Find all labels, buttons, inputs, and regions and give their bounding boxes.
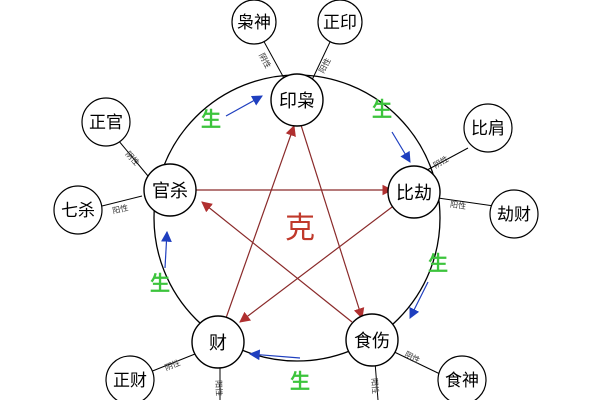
subnode-shi-shen-circle — [437, 355, 487, 400]
ke-line-bi-to-cai — [239, 203, 397, 323]
ke-line-shi-to-guan — [201, 201, 353, 323]
connector-label-cai-lower: 阳性 — [214, 380, 225, 396]
connector-yin-xiao-shen — [261, 37, 286, 81]
connector-guan-qi-sha — [101, 195, 143, 207]
node-yin-xiao-label: 印枭 — [279, 91, 315, 112]
connector-label-shi-lower: 阳性 — [369, 377, 380, 394]
sheng-label-left: 生 — [150, 271, 170, 295]
subnode-shi-shen-label: 食神 — [445, 371, 479, 391]
subnode-zheng-cai-label: 正财 — [113, 371, 147, 391]
subnode-qi-sha-label: 七杀 — [61, 201, 95, 221]
ke-line-cai-to-yin — [225, 124, 296, 319]
node-shi-shang-circle — [345, 313, 399, 367]
subnode-jie-cai-circle — [489, 189, 539, 239]
ke-line-yin-to-shi — [299, 121, 365, 320]
node-guan-sha-circle — [143, 163, 197, 217]
sheng-arrow-guan-to-yin — [225, 95, 263, 117]
subnode-xiao-shen-label: 枭神 — [237, 13, 271, 33]
subnode-qi-sha-circle — [53, 185, 103, 235]
subnode-bi-jian-label: 比肩 — [471, 119, 505, 139]
connector-guan-zheng-guan — [117, 139, 149, 177]
sheng-arrow-bi-to-shi — [409, 281, 429, 319]
node-bi-jie-circle — [387, 165, 441, 219]
ke-center-label: 克 — [285, 211, 315, 246]
sheng-label-right: 生 — [428, 251, 448, 275]
node-cai-label: 财 — [209, 333, 227, 354]
subnode-bi-jian-circle — [463, 103, 513, 153]
sheng-label-top-left: 生 — [201, 107, 221, 131]
connector-label-bi-upper: 阴性 — [431, 154, 450, 171]
subnode-zheng-yin-circle — [317, 0, 363, 45]
sheng-arrow-shi-to-cai — [248, 349, 301, 361]
connector-label-shi-right: 阴性 — [403, 349, 422, 365]
node-cai-circle — [191, 315, 245, 369]
subnode-xiao-shen-circle — [231, 0, 277, 45]
sheng-arrow-cai-to-guan — [161, 230, 172, 269]
node-guan-sha-label: 官杀 — [152, 181, 188, 202]
subnode-zheng-cai-circle — [105, 355, 155, 400]
node-bi-jie-label: 比劫 — [396, 183, 432, 204]
connector-label-guan-left: 阳性 — [111, 202, 129, 215]
subnode-zheng-guan-label: 正官 — [89, 113, 123, 133]
subnode-zheng-guan-circle — [81, 97, 131, 147]
node-yin-xiao-circle — [270, 73, 324, 127]
sheng-arrow-yin-to-bi — [391, 131, 411, 163]
connector-yin-zheng-yin — [311, 41, 331, 81]
connector-label-cai-upper: 阴性 — [163, 357, 182, 372]
subnode-zheng-yin-label: 正印 — [323, 13, 357, 33]
connector-label-bi-lower: 阳性 — [450, 199, 467, 211]
sheng-label-bottom: 生 — [290, 369, 310, 393]
connector-shi-lower — [374, 361, 379, 400]
node-shi-shang-label: 食伤 — [354, 331, 390, 352]
sheng-label-top-right: 生 — [372, 97, 392, 121]
subnode-jie-cai-label: 劫财 — [497, 205, 531, 225]
connector-cai-zheng-cai — [149, 351, 201, 373]
